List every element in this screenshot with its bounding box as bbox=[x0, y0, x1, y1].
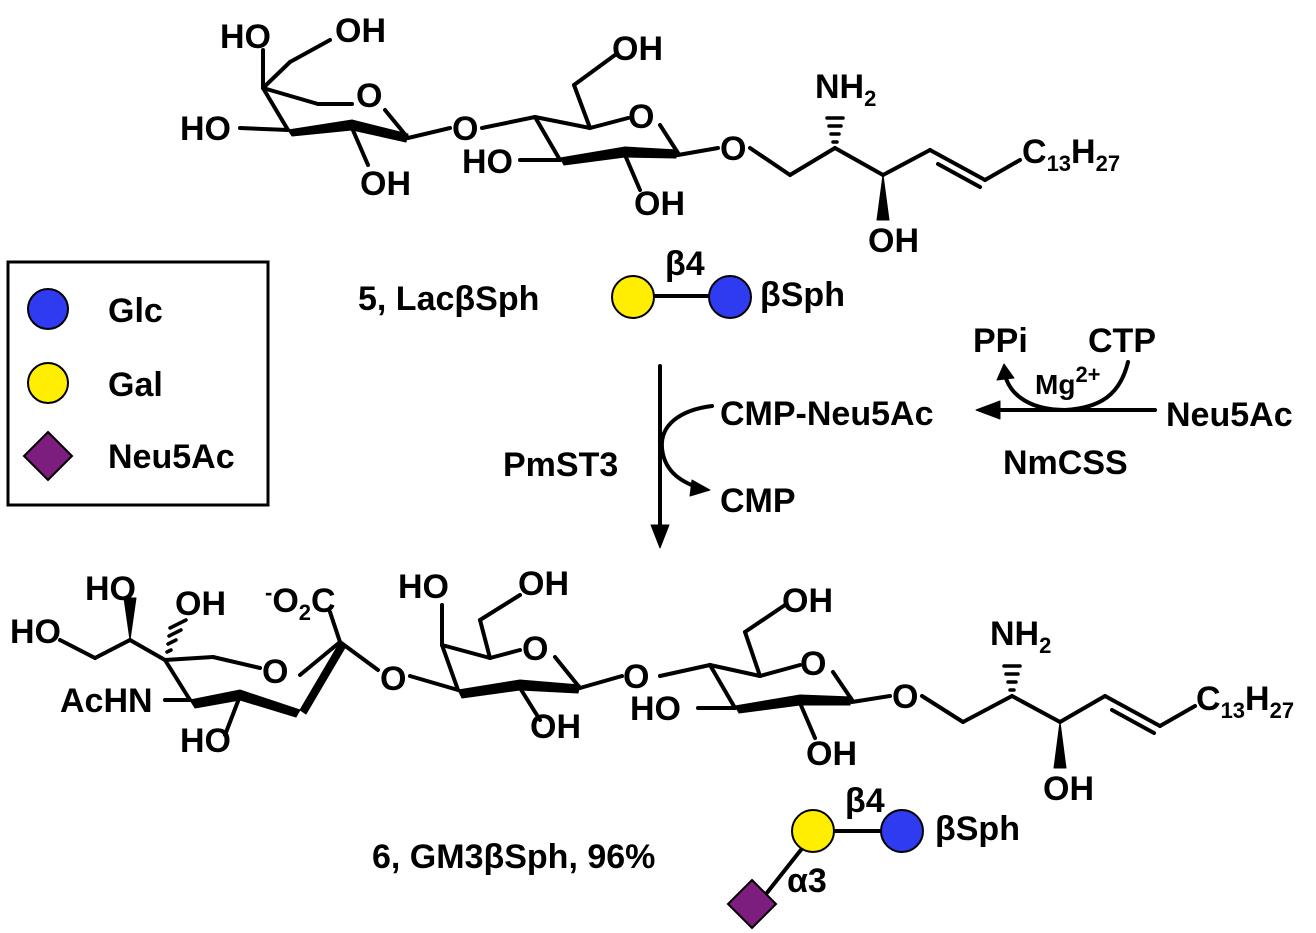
neu5ac-diamond-icon bbox=[726, 878, 778, 930]
linkage-alpha3: α3 bbox=[787, 862, 827, 900]
linkage-beta4: β4 bbox=[665, 245, 705, 283]
cmp-label: CMP bbox=[720, 482, 796, 520]
label-ho: HO bbox=[180, 110, 231, 148]
label-oh: OH bbox=[175, 585, 226, 623]
label-oh: OH bbox=[634, 185, 685, 223]
label-ho: HO bbox=[10, 613, 61, 651]
pmst3-label: PmST3 bbox=[503, 446, 618, 484]
ppi-label: PPi bbox=[973, 322, 1028, 360]
label-alkyl-chain: C13H27 bbox=[1022, 133, 1120, 176]
label-glycosidic-o: O bbox=[452, 110, 478, 148]
label-nh2: NH2 bbox=[815, 68, 876, 111]
label-alkyl-chain: C13H27 bbox=[1196, 680, 1294, 723]
label-ho: HO bbox=[630, 690, 681, 728]
label-glycosidic-o: O bbox=[623, 658, 649, 696]
label-ether-o: O bbox=[892, 678, 918, 716]
label-ring-o: O bbox=[356, 77, 382, 115]
legend-label-glc: Glc bbox=[108, 292, 163, 330]
label-oh: OH bbox=[806, 735, 857, 773]
label-carboxylate: -O2C bbox=[265, 580, 336, 625]
label-ring-o: O bbox=[628, 98, 654, 136]
legend-label-neu5ac: Neu5Ac bbox=[108, 438, 235, 476]
gal-circle-icon bbox=[611, 275, 655, 319]
label-oh: OH bbox=[782, 582, 833, 620]
compound-5-structure: HO OH O HO OH O OH O HO OH O NH2 OH C13H… bbox=[180, 12, 1120, 260]
reaction-arrows bbox=[650, 360, 1157, 549]
label-ring-o: O bbox=[522, 630, 548, 668]
compound-6-glycan: β4 α3 βSph bbox=[726, 782, 1020, 930]
label-glycosidic-o: O bbox=[380, 660, 406, 698]
glc-ring-top bbox=[480, 53, 720, 192]
label-ho: HO bbox=[220, 18, 271, 56]
label-oh: OH bbox=[1043, 770, 1094, 808]
ppi-arrow-head bbox=[996, 363, 1015, 381]
label-oh: OH bbox=[530, 708, 581, 746]
label-ho: HO bbox=[180, 722, 231, 760]
glc-circle-icon bbox=[880, 809, 924, 853]
glc-ring-bottom bbox=[658, 603, 892, 740]
compound-6-structure: HO OH HO -O2C O AcHN HO O HO OH O OH O O… bbox=[10, 565, 1294, 808]
sphingosine-bottom bbox=[920, 664, 1197, 769]
side-arrow-head bbox=[975, 400, 1001, 420]
glc-circle-icon bbox=[27, 288, 69, 330]
mg-label: Mg2+ bbox=[1035, 362, 1101, 400]
gal-ring-bottom bbox=[408, 593, 624, 722]
nmcss-label: NmCSS bbox=[1003, 444, 1128, 482]
ctp-label: CTP bbox=[1088, 322, 1156, 360]
gal-circle-icon bbox=[27, 362, 69, 404]
compound-5-glycan: β4 βSph bbox=[611, 245, 845, 319]
hash-wedge-oh-neu bbox=[165, 618, 188, 654]
label-ho: HO bbox=[398, 568, 449, 606]
neu5ac-label: Neu5Ac bbox=[1166, 396, 1293, 434]
glc-circle-icon bbox=[708, 275, 752, 319]
hash-wedge-nh2-bottom bbox=[1002, 664, 1022, 692]
neu5ac-ring bbox=[58, 597, 380, 737]
main-arrow-head bbox=[650, 524, 670, 549]
compound-5-label: 5, LacβSph bbox=[358, 280, 539, 318]
label-achn: AcHN bbox=[60, 682, 153, 720]
compound-6-label: 6, GM3βSph, 96% bbox=[372, 838, 655, 876]
gal-ring-top bbox=[238, 38, 452, 167]
label-ho: HO bbox=[462, 143, 513, 181]
label-oh: OH bbox=[612, 30, 663, 68]
label-oh: OH bbox=[335, 12, 386, 50]
sphingosine-top bbox=[748, 116, 1022, 221]
label-oh: OH bbox=[360, 165, 411, 203]
neu5ac-diamond-icon bbox=[22, 430, 74, 482]
aglycone-label: βSph bbox=[760, 276, 845, 314]
label-ether-o: O bbox=[720, 130, 746, 168]
linkage-beta4: β4 bbox=[845, 782, 885, 820]
legend: Glc Gal Neu5Ac bbox=[6, 260, 270, 507]
label-oh: OH bbox=[518, 565, 569, 603]
label-ring-o: O bbox=[262, 653, 288, 691]
hash-wedge-nh2-top bbox=[825, 116, 845, 144]
label-nh2: NH2 bbox=[990, 615, 1051, 658]
label-oh: OH bbox=[868, 222, 919, 260]
gal-circle-icon bbox=[791, 809, 835, 853]
legend-label-gal: Gal bbox=[108, 366, 163, 404]
label-ho: HO bbox=[85, 570, 136, 608]
cmp-neu5ac-label: CMP-Neu5Ac bbox=[720, 395, 933, 433]
curved-arrow-head bbox=[689, 479, 711, 497]
aglycone-label: βSph bbox=[935, 810, 1020, 848]
label-ring-o: O bbox=[800, 645, 826, 683]
